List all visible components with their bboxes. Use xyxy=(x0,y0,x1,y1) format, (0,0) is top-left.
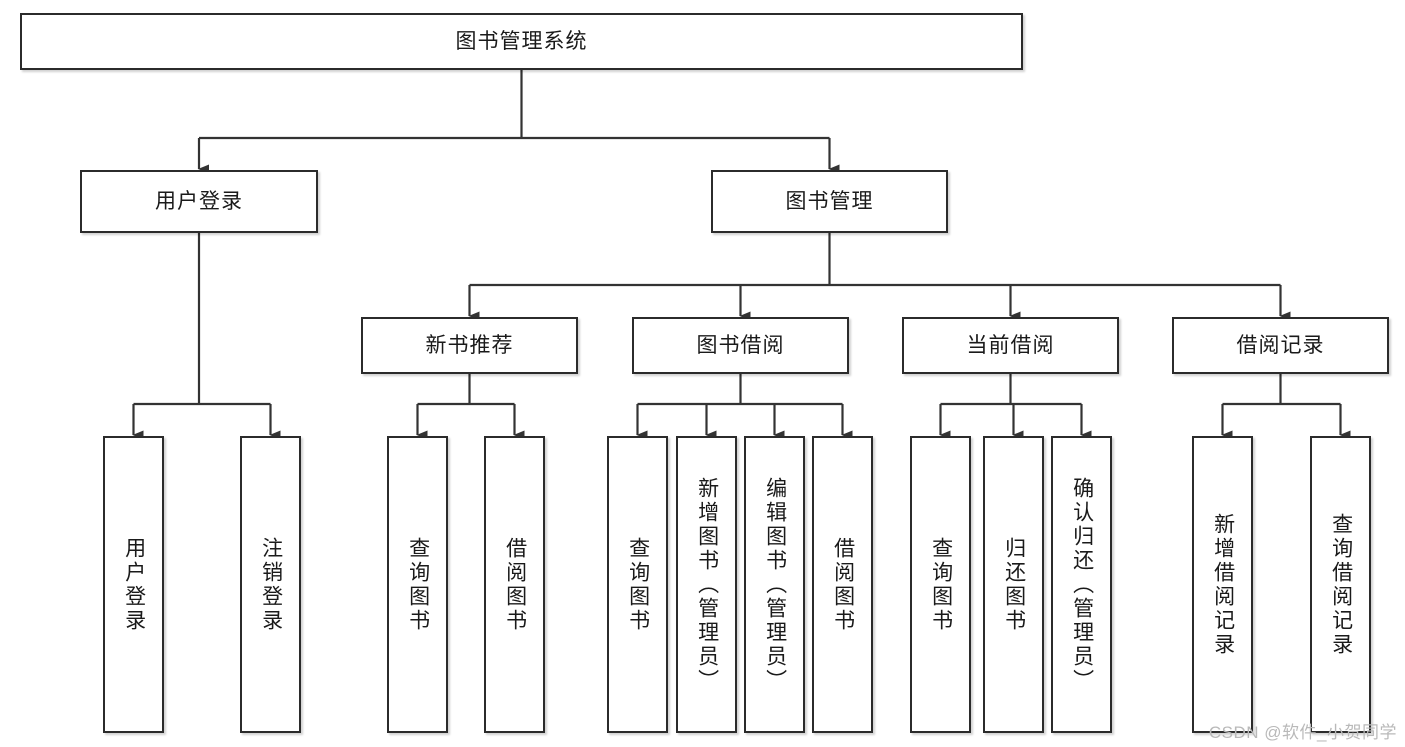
node-label: 归还图书 xyxy=(1002,536,1026,633)
node-label: 新增借阅记录 xyxy=(1211,512,1235,657)
node-label: 查询借阅记录 xyxy=(1329,512,1353,657)
node-leaf-return-book[interactable]: 归还图书 xyxy=(983,436,1044,733)
node-label: 图书管理 xyxy=(785,189,874,213)
node-leaf-query-book-borrow[interactable]: 查询图书 xyxy=(607,436,668,733)
node-new-book-recommend[interactable]: 新书推荐 xyxy=(361,317,578,374)
node-leaf-borrow-book[interactable]: 借阅图书 xyxy=(812,436,873,733)
node-leaf-query-book-recommend[interactable]: 查询图书 xyxy=(387,436,448,733)
node-book-management[interactable]: 图书管理 xyxy=(711,170,948,233)
node-current-borrow[interactable]: 当前借阅 xyxy=(902,317,1119,374)
node-label: 编辑图书（管理员） xyxy=(763,476,787,693)
node-label: 查询图书 xyxy=(929,536,953,633)
node-label: 借阅图书 xyxy=(503,536,527,633)
node-label: 借阅图书 xyxy=(831,536,855,633)
node-leaf-edit-book[interactable]: 编辑图书（管理员） xyxy=(744,436,805,733)
node-leaf-borrow-book-recommend[interactable]: 借阅图书 xyxy=(484,436,545,733)
node-label: 用户登录 xyxy=(155,189,243,213)
node-label: 当前借阅 xyxy=(966,333,1055,357)
node-label: 注销登录 xyxy=(259,536,283,633)
node-leaf-confirm-return[interactable]: 确认归还（管理员） xyxy=(1051,436,1112,733)
node-label: 图书管理系统 xyxy=(455,29,588,53)
node-label: 查询图书 xyxy=(406,536,430,633)
node-user-login[interactable]: 用户登录 xyxy=(80,170,318,233)
node-label: 确认归还（管理员） xyxy=(1070,476,1094,693)
node-borrow-records[interactable]: 借阅记录 xyxy=(1172,317,1389,374)
node-label: 借阅记录 xyxy=(1236,333,1325,357)
node-leaf-query-book-current[interactable]: 查询图书 xyxy=(910,436,971,733)
node-label: 用户登录 xyxy=(122,536,146,633)
node-label: 新书推荐 xyxy=(425,333,514,357)
watermark-text: CSDN @软件_小贺同学 xyxy=(1208,723,1397,742)
node-label: 查询图书 xyxy=(626,536,650,633)
node-leaf-add-borrow-record[interactable]: 新增借阅记录 xyxy=(1192,436,1253,733)
node-leaf-query-borrow-record[interactable]: 查询借阅记录 xyxy=(1310,436,1371,733)
node-leaf-user-logout[interactable]: 注销登录 xyxy=(240,436,301,733)
node-label: 新增图书（管理员） xyxy=(695,476,719,693)
node-leaf-add-book[interactable]: 新增图书（管理员） xyxy=(676,436,737,733)
node-book-borrow[interactable]: 图书借阅 xyxy=(632,317,849,374)
node-leaf-user-login[interactable]: 用户登录 xyxy=(103,436,164,733)
node-root[interactable]: 图书管理系统 xyxy=(20,13,1023,70)
node-label: 图书借阅 xyxy=(696,333,785,357)
